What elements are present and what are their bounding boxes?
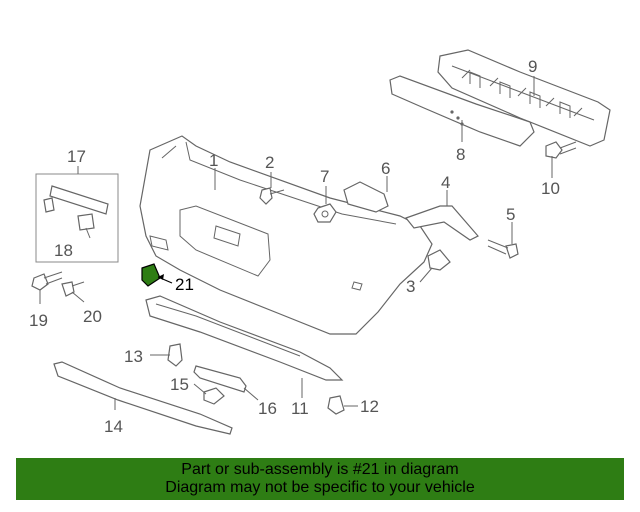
clip-12-part (327, 395, 345, 415)
screw-20-part (61, 281, 85, 297)
clip-13-part (167, 343, 183, 367)
callout-10: 10 (541, 179, 560, 198)
flange-bolt-part (545, 141, 577, 159)
callout-21: 21 (175, 275, 194, 294)
callout-7: 7 (320, 167, 329, 186)
callout-9: 9 (528, 57, 537, 76)
callout-17: 17 (67, 147, 86, 166)
bumper-beam-part (437, 49, 611, 147)
part-21-highlight (141, 263, 161, 287)
clip-part (259, 187, 285, 205)
callout-11: 11 (291, 399, 309, 418)
retainer-clip-part (427, 249, 451, 271)
license-bracket-box (35, 173, 119, 263)
callout-12: 12 (360, 397, 379, 416)
rear-bumper-part (139, 135, 433, 335)
lower-garnish-part (145, 295, 344, 381)
diffuser-part (53, 361, 233, 435)
side-bracket-left-part (405, 205, 479, 241)
parts-diagram: 1 2 7 6 4 5 3 8 9 10 11 12 13 14 15 16 1… (29, 49, 611, 436)
banner-line-1: Part or sub-assembly is #21 in diagram (181, 461, 459, 478)
callout-4: 4 (441, 173, 450, 192)
callout-18: 18 (54, 241, 73, 260)
callout-20: 20 (83, 307, 102, 326)
callout-1: 1 (209, 151, 218, 170)
spring-nut-part (313, 203, 337, 223)
callout-19: 19 (29, 311, 48, 330)
callout-6: 6 (381, 159, 390, 178)
leader-lines (39, 76, 553, 410)
info-banner: Part or sub-assembly is #21 in diagram D… (16, 458, 624, 500)
screw-19-part (31, 271, 63, 291)
banner-line-2: Diagram may not be specific to your vehi… (165, 479, 475, 496)
callout-3: 3 (406, 277, 415, 296)
tapping-screw-part (487, 239, 519, 259)
callout-15: 15 (170, 375, 189, 394)
callout-16: 16 (258, 399, 277, 418)
reflector-part (193, 365, 247, 393)
side-bracket-right-part (343, 181, 389, 213)
callout-2: 2 (265, 153, 274, 172)
callout-8: 8 (456, 145, 465, 164)
callout-14: 14 (104, 417, 123, 436)
callout-5: 5 (506, 205, 515, 224)
callout-13: 13 (124, 347, 143, 366)
clip-15-part (203, 387, 225, 405)
energy-absorber-part (389, 75, 535, 147)
